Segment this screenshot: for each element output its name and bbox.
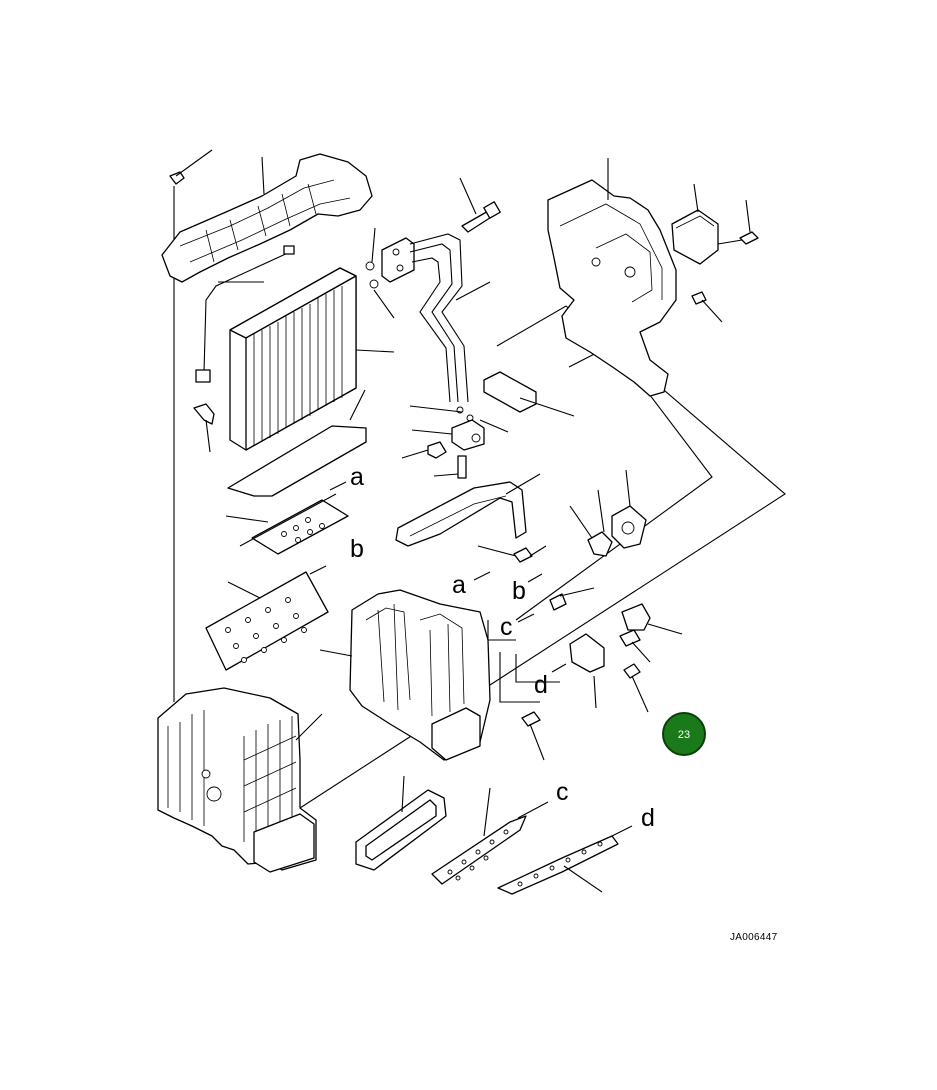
clip-small-left [193, 403, 215, 453]
air-duct-middle [395, 473, 541, 547]
heater-case-upper [547, 158, 677, 397]
page-badge[interactable]: 23 [662, 712, 706, 756]
refrigerant-pipes [365, 227, 491, 403]
small-parts-right [477, 469, 683, 761]
thermistor-wire [195, 245, 295, 383]
plate-c [431, 787, 549, 885]
ref-letter-b-lower: b [512, 577, 526, 605]
filter-a [225, 481, 349, 555]
ref-letter-b-upper: b [350, 535, 364, 563]
foam-block [483, 371, 575, 417]
evaporator-seal-gasket [227, 389, 367, 497]
ref-letter-c-bottom: c [556, 778, 569, 806]
ref-letter-c-middle: c [500, 613, 513, 641]
main-case-lower [319, 589, 491, 761]
actuator-motor [671, 183, 759, 323]
page-badge-label: 23 [678, 729, 690, 741]
ref-letter-a-lower: a [452, 571, 466, 599]
ref-letter-d-bottom: d [641, 804, 655, 832]
upper-duct-part [161, 153, 373, 283]
evaporator-core [229, 267, 395, 451]
ref-letter-d-middle: d [534, 671, 548, 699]
plate-d [497, 825, 633, 895]
screw-top-left [169, 149, 213, 185]
blower-unit [157, 687, 323, 873]
bolt-top [459, 177, 501, 233]
filter-b [205, 565, 329, 671]
document-id: JA006447 [730, 932, 778, 943]
expansion-valve [401, 405, 509, 479]
assembly-arrows [473, 571, 567, 703]
seal-ring [355, 775, 447, 871]
ref-letter-a-upper: a [350, 463, 364, 491]
